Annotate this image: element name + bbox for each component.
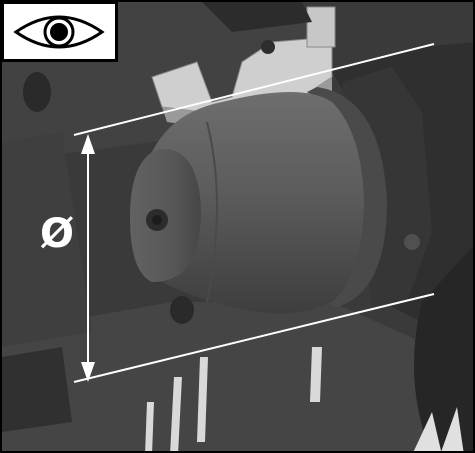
eye-badge bbox=[2, 2, 118, 62]
bracket-hole bbox=[261, 40, 275, 54]
vent-slot-2 bbox=[170, 377, 182, 451]
dimension-line-top bbox=[73, 43, 435, 136]
vent-slot-1 bbox=[145, 402, 154, 451]
dimension-arrowhead-top bbox=[81, 134, 95, 154]
top-dark-block bbox=[202, 2, 312, 32]
dimension-line-bottom bbox=[73, 293, 435, 383]
dust-cap-rear-ring bbox=[307, 87, 387, 307]
eye-icon bbox=[13, 15, 105, 49]
housing-screw-left bbox=[23, 72, 51, 112]
housing-lower-panel bbox=[2, 302, 473, 451]
dust-cap-bit-hole-inner bbox=[152, 215, 162, 225]
handle-grip bbox=[414, 246, 473, 451]
dimension-arrowhead-bottom bbox=[81, 362, 95, 382]
chuck-screw bbox=[404, 234, 420, 250]
vent-slot-4 bbox=[310, 347, 322, 402]
lower-arrow-marks bbox=[413, 407, 464, 451]
diameter-symbol: Ø bbox=[40, 211, 75, 257]
dust-cap-seam bbox=[206, 121, 218, 303]
housing-screw-lower bbox=[170, 296, 194, 324]
vent-slot-3 bbox=[197, 357, 208, 442]
top-bracket-tab bbox=[306, 6, 336, 48]
housing-left-strip bbox=[2, 132, 92, 347]
lower-left-block bbox=[2, 347, 72, 432]
